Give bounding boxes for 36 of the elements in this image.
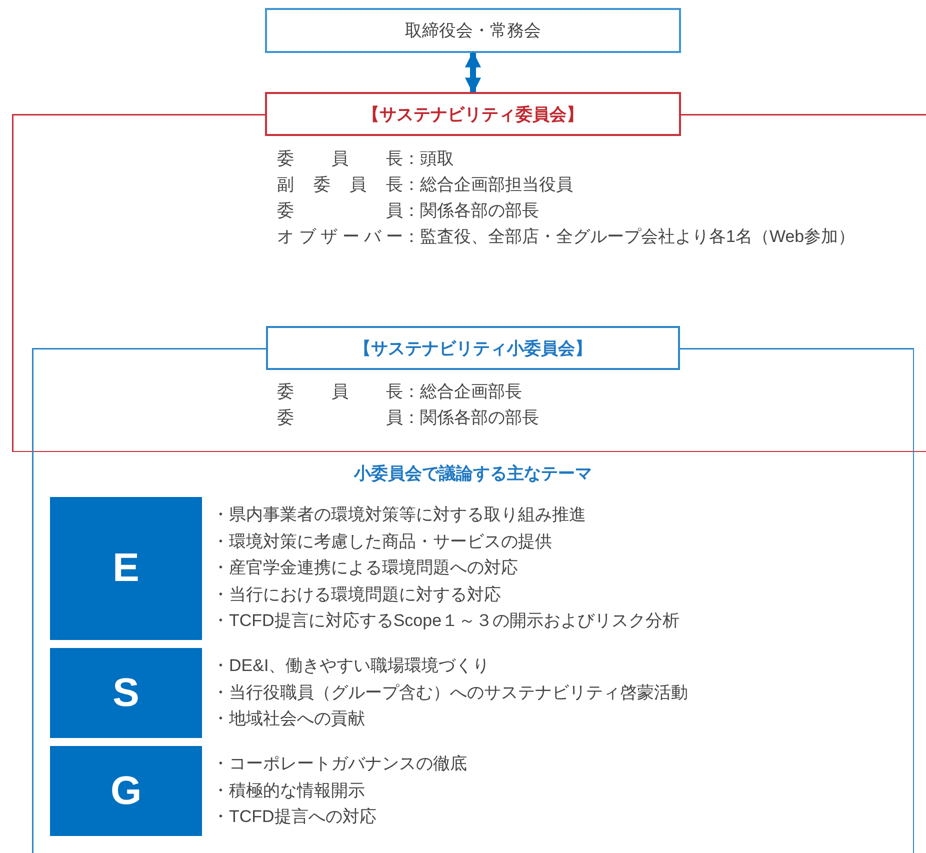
theme-item: ・当行役職員（グループ含む）へのサステナビリティ啓蒙活動 bbox=[212, 682, 688, 704]
member-value: ：総合企画部担当役員 bbox=[403, 174, 574, 196]
theme-item: ・DE&I、働きやすい職場環境づくり bbox=[212, 655, 491, 678]
category-box bbox=[50, 648, 202, 738]
category-letter: S bbox=[112, 670, 140, 716]
category-box bbox=[50, 497, 202, 640]
member-role: 委員 bbox=[277, 407, 403, 429]
board-box bbox=[265, 8, 681, 53]
theme-item: ・地域社会への貢献 bbox=[212, 708, 366, 730]
member-value: ：関係各部の部長 bbox=[403, 407, 540, 429]
member-value: ：関係各部の部長 bbox=[403, 200, 540, 222]
theme-item: ・TCFD提言に対応するScope１～３の開示およびリスク分析 bbox=[212, 610, 680, 632]
theme-item: ・環境対策に考慮した商品・サービスの提供 bbox=[212, 530, 553, 553]
category-letter: G bbox=[110, 768, 142, 814]
theme-item: ・積極的な情報開示 bbox=[212, 780, 366, 802]
member-role: 委員 bbox=[277, 200, 403, 222]
theme-item: ・産官学金連携による環境問題への対応 bbox=[212, 557, 519, 580]
member-value: ：監査役、全部店・全グループ会社より各1名（Web参加） bbox=[403, 226, 856, 248]
member-role: オブザーバー bbox=[277, 226, 403, 248]
category-letter: E bbox=[112, 546, 140, 591]
committee-heading-box bbox=[266, 326, 680, 370]
member-value: ：総合企画部長 bbox=[403, 381, 523, 403]
theme-item: ・TCFD提言への対応 bbox=[212, 806, 378, 828]
theme-item: ・コーポレートガバナンスの徹底 bbox=[212, 753, 467, 776]
committee-heading: 【サステナビリティ委員会】 bbox=[265, 92, 681, 136]
box-title: 取締役会・常務会 bbox=[405, 20, 541, 42]
theme-heading: 小委員会で議論する主なテーマ bbox=[352, 463, 593, 485]
category-box bbox=[50, 746, 202, 836]
member-role: 委員長 bbox=[277, 381, 403, 403]
theme-item: ・当行における環境問題に対する対応 bbox=[212, 584, 502, 606]
committee-title: 【サステナビリティ小委員会】 bbox=[354, 338, 592, 360]
theme-item: ・県内事業者の環境対策等に対する取り組み推進 bbox=[212, 504, 587, 526]
member-value: ：頭取 bbox=[403, 148, 455, 170]
member-role: 委員長 bbox=[277, 148, 403, 170]
member-role: 副委員長 bbox=[277, 174, 403, 196]
double-arrow bbox=[465, 51, 481, 94]
